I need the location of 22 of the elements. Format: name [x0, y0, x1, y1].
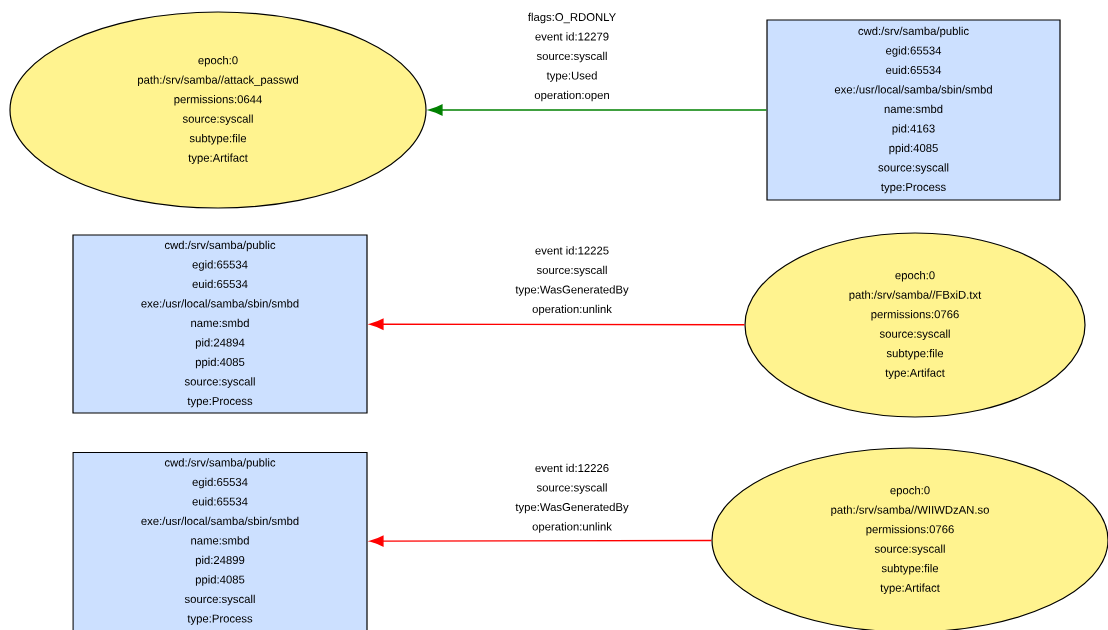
process-box: cwd:/srv/samba/public egid:65534 euid:65534 exe:/usr/local/samba/sbin/smbd name:smbd pid:4163 ppid:4085 source:syscall type:Process [766, 19, 1061, 201]
process-box: cwd:/srv/samba/public egid:65534 euid:65534 exe:/usr/local/samba/sbin/smbd name:smbd pid:24899 ppid:4085 source:syscall type:Process [72, 451, 368, 630]
edge-label: operation:open [534, 90, 609, 102]
edge-label: source:syscall [536, 51, 607, 63]
edge-label: source:syscall [536, 483, 607, 494]
edge-label: type:WasGeneratedBy [515, 285, 629, 296]
edge-label: flags:O_RDONLY [528, 12, 616, 24]
edge-label: event id:12226 [535, 463, 609, 473]
arrow [428, 104, 768, 116]
edge-label: event id:12225 [535, 246, 609, 255]
process-box: cwd:/srv/samba/public egid:65534 euid:65534 exe:/usr/local/samba/sbin/smbd name:smbd pid:24894 ppid:4085 source:syscall type:Process [72, 234, 368, 414]
edge-label: event id:12226 source:syscall type:WasGeneratedBy operation:unlink [515, 463, 629, 533]
edge-label: operation:unlink [532, 304, 612, 316]
edge-label: event id:12225 source:syscall type:WasGeneratedBy operation:unlink [515, 246, 629, 316]
edge-label: type:WasGeneratedBy [515, 502, 629, 514]
arrow [369, 535, 713, 547]
edge-label: type:Used [546, 71, 597, 82]
edge-label: flags:O_RDONLY event id:12279 source:syscall type:Used operation:open [528, 12, 616, 102]
edge-label: operation:unlink [532, 522, 612, 533]
arrow [369, 318, 746, 330]
edge-label: event id:12279 [535, 32, 609, 41]
edge-label: source:syscall [536, 265, 607, 277]
